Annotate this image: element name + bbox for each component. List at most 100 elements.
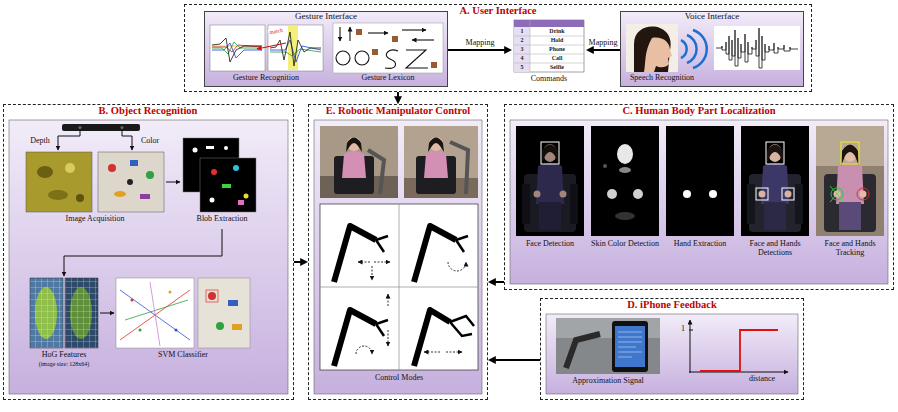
control-modes-icon (356, 262, 466, 354)
control-modes-icon (388, 330, 389, 346)
object-recognition-illustration (216, 322, 224, 330)
iphone-feedback-illustration (566, 334, 600, 368)
voice-illustration (681, 30, 707, 68)
object-recognition-illustration (26, 124, 256, 348)
panel-fill (620, 11, 804, 87)
iphone-feedback-illustration (612, 321, 648, 372)
command-name: Selfie (550, 64, 564, 71)
control-modes-icon (372, 266, 373, 280)
caption: Face Detection (526, 240, 574, 249)
body-part-images (816, 126, 884, 236)
panel: B. Object RecognitionDepthColorImage Acq… (3, 104, 294, 400)
robot-photo (346, 138, 362, 153)
axis-label: 1 (681, 325, 685, 334)
object-recognition-illustration (210, 198, 215, 203)
object-recognition-illustration (232, 324, 242, 330)
object-recognition-illustration (238, 200, 244, 205)
robot-photo (428, 138, 444, 153)
iphone-feedback-illustration (689, 330, 693, 331)
caption: Face and Hands Detections (740, 240, 810, 258)
body-part-images (741, 126, 809, 236)
object-recognition-illustration (127, 179, 133, 185)
gesture-lexicon (336, 51, 350, 65)
control-modes-icon (424, 352, 440, 353)
iphone-feedback-illustration (700, 330, 778, 371)
object-recognition-illustration (131, 299, 134, 302)
body-part-images (603, 164, 607, 168)
gesture-lexicon (356, 29, 437, 68)
control-modes-icon (374, 262, 390, 263)
object-recognition-illustration (65, 278, 98, 348)
object-recognition-illustration (114, 191, 126, 197)
panel-title: E. Robotic Manipulator Control (326, 105, 470, 117)
axis-label: distance (749, 375, 775, 384)
gesture-lexicon (412, 39, 434, 40)
control-modes-icon (320, 204, 478, 370)
body-part-images (591, 126, 659, 236)
object-recognition-illustration (175, 329, 178, 332)
object-recognition-illustration (48, 190, 68, 200)
body-part-images (516, 126, 584, 236)
control-modes-icon (448, 262, 466, 271)
gesture-lexicon (333, 23, 443, 73)
control-modes-icon (376, 320, 388, 336)
control-modes-icon (376, 236, 388, 252)
caption: SVM Classifier (158, 351, 208, 360)
panel-fill (9, 11, 888, 394)
row-number: 1 (521, 28, 524, 35)
body-part-images (824, 144, 876, 232)
panel-title: B. Object Recognition (99, 105, 198, 117)
gesture-lexicon (431, 62, 437, 68)
control-modes-icon (388, 294, 389, 306)
object-recognition-illustration (121, 126, 124, 129)
object-recognition-illustration (100, 313, 114, 314)
connector-arrow (495, 281, 504, 283)
gesture-lexicon (349, 27, 350, 41)
body-part-images (522, 144, 578, 232)
voice-illustration (644, 38, 672, 72)
control-modes-icon (320, 204, 478, 370)
caption: Color (141, 137, 159, 146)
voice-illustration (714, 26, 800, 70)
object-recognition-illustration (130, 160, 138, 166)
voice-illustration (681, 40, 687, 58)
voice-illustration (626, 24, 800, 72)
robot-photo (404, 126, 478, 198)
object-recognition-illustration (150, 282, 160, 346)
control-modes-icon (414, 310, 450, 366)
body-part-images (615, 212, 635, 220)
caption: (image size: 128x64) (39, 361, 90, 368)
object-recognition-illustration (76, 194, 84, 202)
edge-label: Mapping (466, 39, 495, 48)
voice-illustration (716, 28, 798, 68)
connector-arrow (448, 49, 505, 51)
object-recognition-illustration (30, 278, 63, 348)
panel: Gesture InterfaceGesture RecognitionGest… (184, 4, 812, 92)
gesture-lexicon (402, 29, 426, 30)
caption: Blob Extraction (197, 215, 248, 224)
object-recognition-illustration (200, 158, 256, 212)
connector-arrow (397, 92, 399, 97)
object-recognition-illustration (228, 300, 238, 306)
object-recognition-illustration (122, 131, 132, 150)
caption: Face and Hands Tracking (815, 240, 885, 258)
panel-fill (9, 120, 288, 394)
gesture-lexicon (333, 23, 443, 73)
object-recognition-illustration (244, 194, 249, 199)
connector-arrow (593, 49, 620, 51)
caption: Approximation Signal (572, 377, 643, 386)
iphone-feedback-illustration (690, 320, 691, 373)
body-part-images (857, 188, 869, 200)
body-part-images (756, 188, 768, 200)
body-part-images (619, 167, 631, 173)
object-recognition-illustration (233, 165, 239, 171)
row-number: 4 (521, 55, 524, 62)
panel-fill (510, 120, 888, 284)
gesture-lexicon (356, 29, 362, 35)
body-part-images (841, 142, 859, 164)
control-modes-icon (450, 316, 474, 336)
